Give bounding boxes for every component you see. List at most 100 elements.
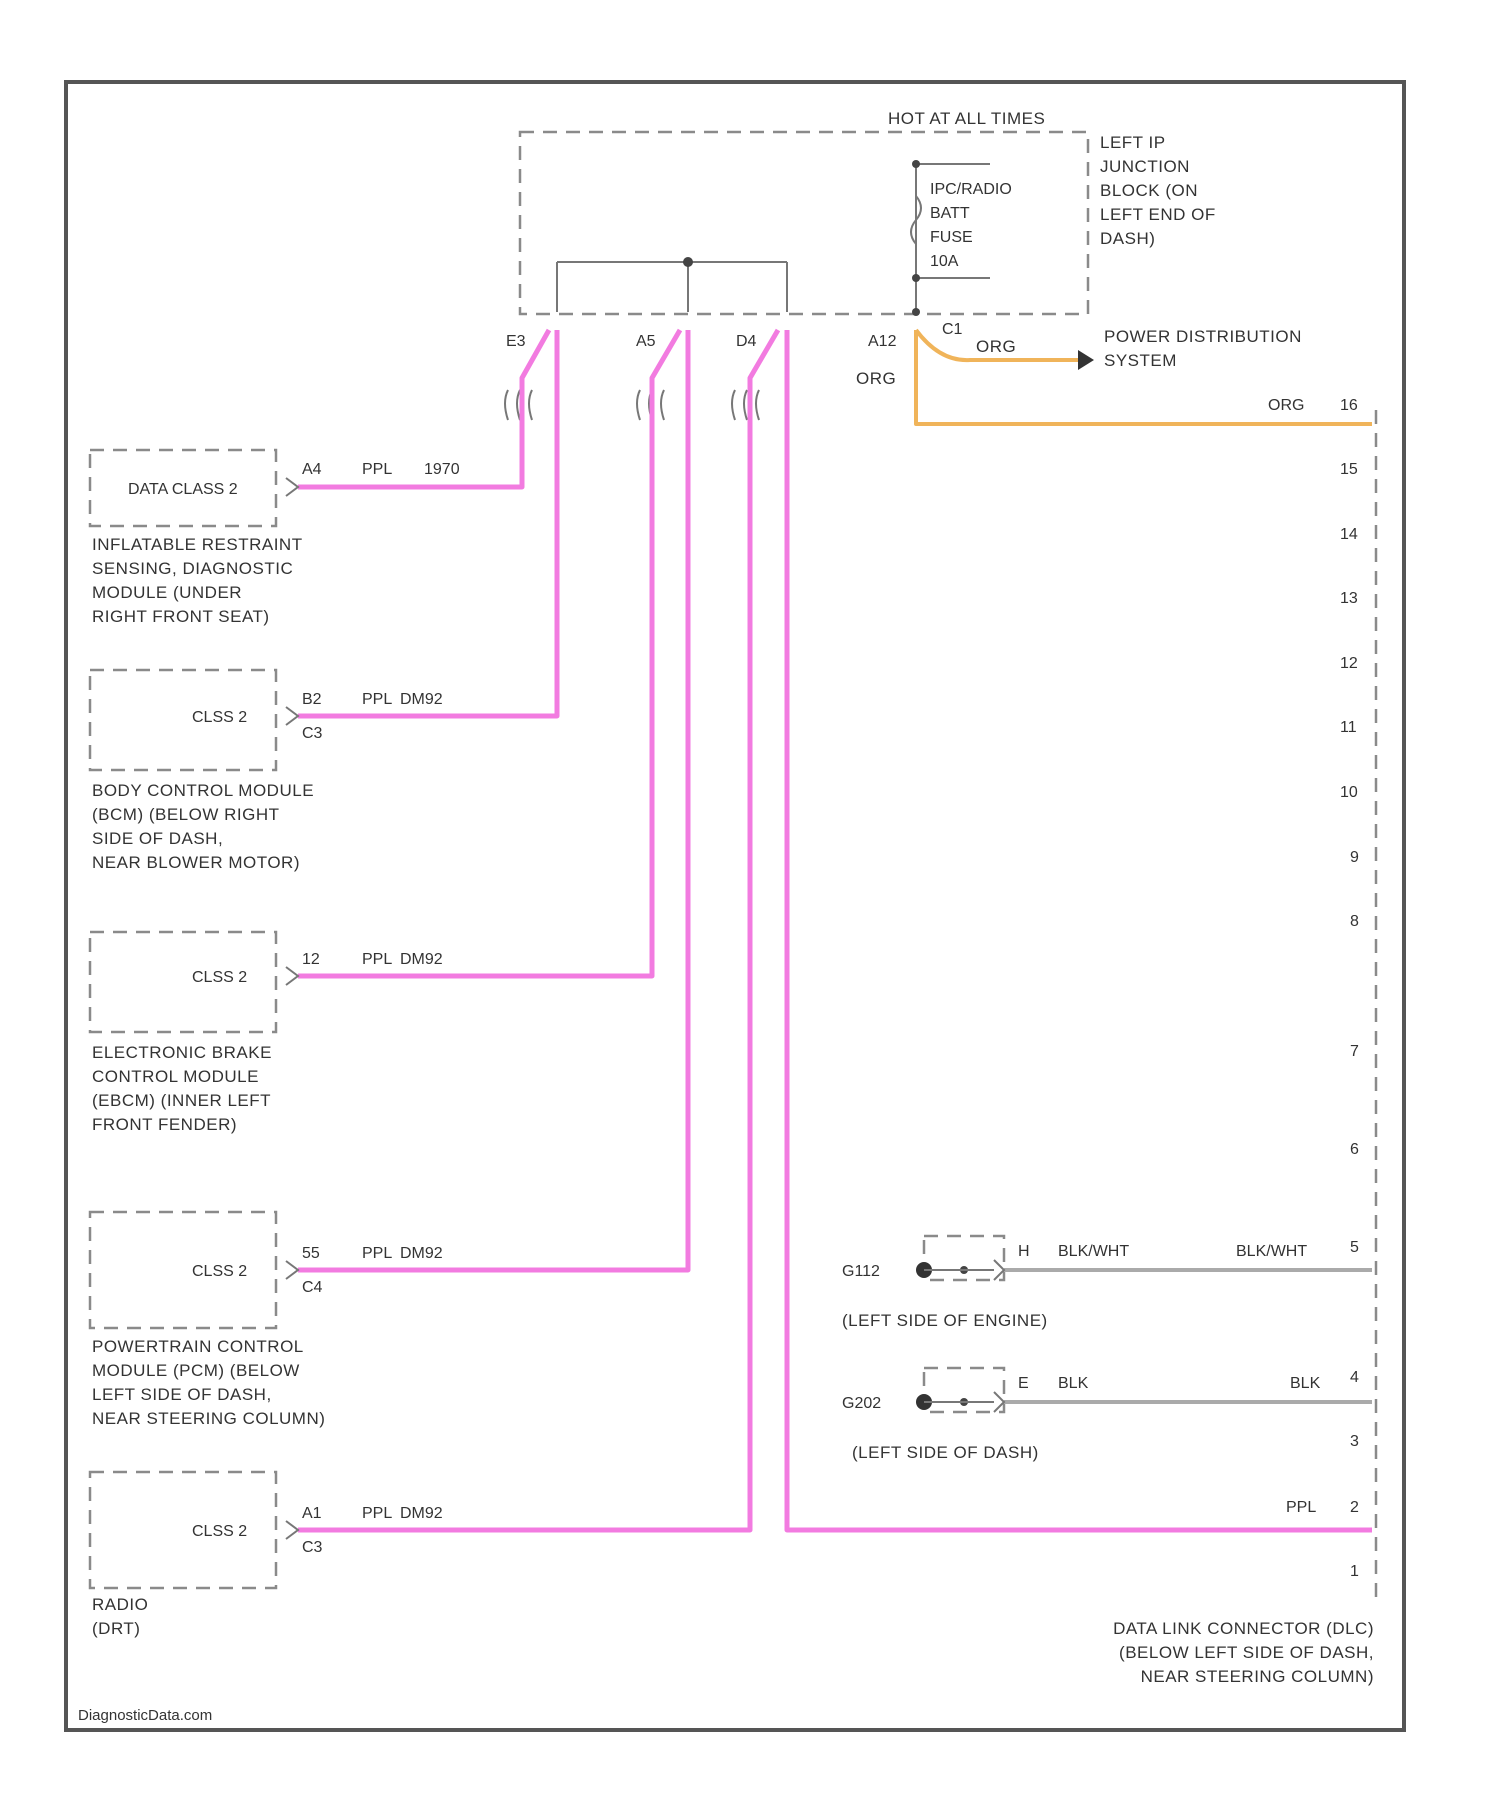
ground-g202-wire-left: BLK bbox=[1058, 1375, 1089, 1392]
module-pcm-desc-4: NEAR STEERING COLUMN) bbox=[92, 1409, 325, 1428]
module-bcm: CLSS 2 B2 PPL DM92 C3 BODY CONTROL MODUL… bbox=[90, 670, 443, 872]
module-bcm-circuit: DM92 bbox=[400, 691, 443, 708]
module-pcm-box-label: CLSS 2 bbox=[192, 1263, 247, 1280]
dlc-pin-15: 15 bbox=[1340, 461, 1358, 478]
module-ebcm-desc-2: CONTROL MODULE bbox=[92, 1067, 259, 1086]
pin-connector-icon bbox=[994, 1392, 1004, 1412]
dlc-pin-3: 3 bbox=[1350, 1433, 1359, 1450]
splice-node bbox=[683, 257, 693, 267]
dlc-pin-1: 1 bbox=[1350, 1563, 1359, 1580]
junction-block: HOT AT ALL TIMES IPC/RADIO BATT FUSE 10A… bbox=[506, 109, 1216, 350]
junction-location-line-3: BLOCK (ON bbox=[1100, 181, 1198, 200]
module-bcm-box-label: CLSS 2 bbox=[192, 709, 247, 726]
module-pcm-desc-1: POWERTRAIN CONTROL bbox=[92, 1337, 304, 1356]
module-bcm-desc-4: NEAR BLOWER MOTOR) bbox=[92, 853, 300, 872]
pin-connector-icon bbox=[286, 1261, 298, 1279]
ground-g112-wire-left: BLK/WHT bbox=[1058, 1243, 1129, 1260]
module-pcm-circuit: DM92 bbox=[400, 1245, 443, 1262]
dlc-pin-16: 16 bbox=[1340, 397, 1358, 414]
hot-at-all-times-label: HOT AT ALL TIMES bbox=[888, 109, 1045, 128]
module-bcm-wire: PPL bbox=[362, 691, 392, 708]
pin-connector-icon bbox=[286, 707, 298, 725]
junction-block-outline bbox=[520, 132, 1088, 314]
inline-connectors bbox=[505, 390, 759, 420]
watermark: DiagnosticData.com bbox=[78, 1707, 212, 1724]
ground-g202-pin: E bbox=[1018, 1375, 1029, 1392]
dlc-pin-9: 9 bbox=[1350, 849, 1359, 866]
junction-location-line-1: LEFT IP bbox=[1100, 133, 1166, 152]
dlc-pin-10: 10 bbox=[1340, 784, 1358, 801]
module-bcm-desc-1: BODY CONTROL MODULE bbox=[92, 781, 314, 800]
wire-radio bbox=[298, 330, 778, 1530]
module-sdm-desc-4: RIGHT FRONT SEAT) bbox=[92, 607, 270, 626]
dlc-pin16-wire: ORG bbox=[1268, 397, 1304, 414]
data-link-connector: 16 15 14 13 12 11 10 9 8 7 6 5 4 3 2 1 O… bbox=[1113, 397, 1376, 1686]
dlc-pin-6: 6 bbox=[1350, 1141, 1359, 1158]
module-pcm-connector: C4 bbox=[302, 1279, 323, 1296]
ground-g112-id: G112 bbox=[842, 1263, 880, 1280]
inline-connector-3 bbox=[732, 390, 759, 420]
module-ebcm-box bbox=[90, 932, 276, 1032]
module-pcm-wire: PPL bbox=[362, 1245, 392, 1262]
pin-e3: E3 bbox=[506, 333, 526, 350]
dlc-pin-4: 4 bbox=[1350, 1369, 1359, 1386]
module-radio-box-label: CLSS 2 bbox=[192, 1523, 247, 1540]
fuse-terminal-bottom bbox=[912, 274, 920, 282]
module-ebcm-pin: 12 bbox=[302, 951, 320, 968]
module-sdm-desc-3: MODULE (UNDER bbox=[92, 583, 242, 602]
module-sdm-pin: A4 bbox=[302, 461, 322, 478]
wire-dlc-pin2 bbox=[787, 330, 1372, 1530]
module-ebcm-wire: PPL bbox=[362, 951, 392, 968]
power-distribution-line-1: POWER DISTRIBUTION bbox=[1104, 327, 1302, 346]
module-bcm-desc-3: SIDE OF DASH, bbox=[92, 829, 223, 848]
module-radio-desc-2: (DRT) bbox=[92, 1619, 140, 1638]
pin-connector-icon bbox=[286, 1521, 298, 1539]
ground-g112-location: (LEFT SIDE OF ENGINE) bbox=[842, 1311, 1048, 1330]
pin-connector-icon bbox=[286, 967, 298, 985]
inline-connector-1 bbox=[505, 390, 532, 420]
arrow-icon bbox=[1078, 350, 1094, 370]
module-radio-wire: PPL bbox=[362, 1505, 392, 1522]
ground-g112-wire-right: BLK/WHT bbox=[1236, 1243, 1307, 1260]
module-sdm-box-label: DATA CLASS 2 bbox=[128, 481, 238, 498]
module-sdm: DATA CLASS 2 A4 PPL 1970 INFLATABLE REST… bbox=[90, 450, 460, 626]
fuse-output-terminal bbox=[912, 308, 920, 316]
module-radio-pin: A1 bbox=[302, 1505, 322, 1522]
module-bcm-desc-2: (BCM) (BELOW RIGHT bbox=[92, 805, 280, 824]
ground-g112: G112 H BLK/WHT BLK/WHT (LEFT SIDE OF ENG… bbox=[842, 1236, 1372, 1330]
dlc-desc-3: NEAR STEERING COLUMN) bbox=[1141, 1667, 1374, 1686]
module-radio-desc-1: RADIO bbox=[92, 1595, 148, 1614]
dlc-pin-13: 13 bbox=[1340, 590, 1358, 607]
module-sdm-wire: PPL bbox=[362, 461, 392, 478]
module-radio-circuit: DM92 bbox=[400, 1505, 443, 1522]
dlc-pin-2: 2 bbox=[1350, 1499, 1359, 1516]
pin-connector-icon bbox=[994, 1260, 1004, 1280]
dlc-desc-2: (BELOW LEFT SIDE OF DASH, bbox=[1119, 1643, 1374, 1662]
pin-c1: C1 bbox=[942, 321, 963, 338]
dlc-pin-5: 5 bbox=[1350, 1239, 1359, 1256]
module-ebcm: CLSS 2 12 PPL DM92 ELECTRONIC BRAKE CONT… bbox=[90, 932, 443, 1134]
wire-ebcm bbox=[298, 330, 680, 976]
module-ebcm-desc-1: ELECTRONIC BRAKE bbox=[92, 1043, 272, 1062]
module-bcm-pin: B2 bbox=[302, 691, 322, 708]
module-ebcm-box-label: CLSS 2 bbox=[192, 969, 247, 986]
dlc-pin-12: 12 bbox=[1340, 655, 1358, 672]
dlc-pin-7: 7 bbox=[1350, 1043, 1359, 1060]
junction-location-line-5: DASH) bbox=[1100, 229, 1155, 248]
module-radio-connector: C3 bbox=[302, 1539, 323, 1556]
module-radio-box bbox=[90, 1472, 276, 1588]
power-wire-left-label: ORG bbox=[856, 369, 896, 388]
power-wire-label: ORG bbox=[976, 337, 1016, 356]
fuse-terminal-top bbox=[912, 160, 920, 168]
module-ebcm-circuit: DM92 bbox=[400, 951, 443, 968]
dlc-desc-1: DATA LINK CONNECTOR (DLC) bbox=[1113, 1619, 1374, 1638]
ground-g202-id: G202 bbox=[842, 1395, 881, 1412]
class2-data-wires bbox=[298, 330, 1372, 1530]
module-pcm: CLSS 2 55 PPL DM92 C4 POWERTRAIN CONTROL… bbox=[90, 1212, 443, 1428]
ground-g202-wire-right: BLK bbox=[1290, 1375, 1321, 1392]
pin-a12: A12 bbox=[868, 333, 897, 350]
fuse-line-3: FUSE bbox=[930, 229, 973, 246]
power-distribution-line-2: SYSTEM bbox=[1104, 351, 1177, 370]
module-sdm-circuit: 1970 bbox=[424, 461, 460, 478]
pin-d4: D4 bbox=[736, 333, 757, 350]
